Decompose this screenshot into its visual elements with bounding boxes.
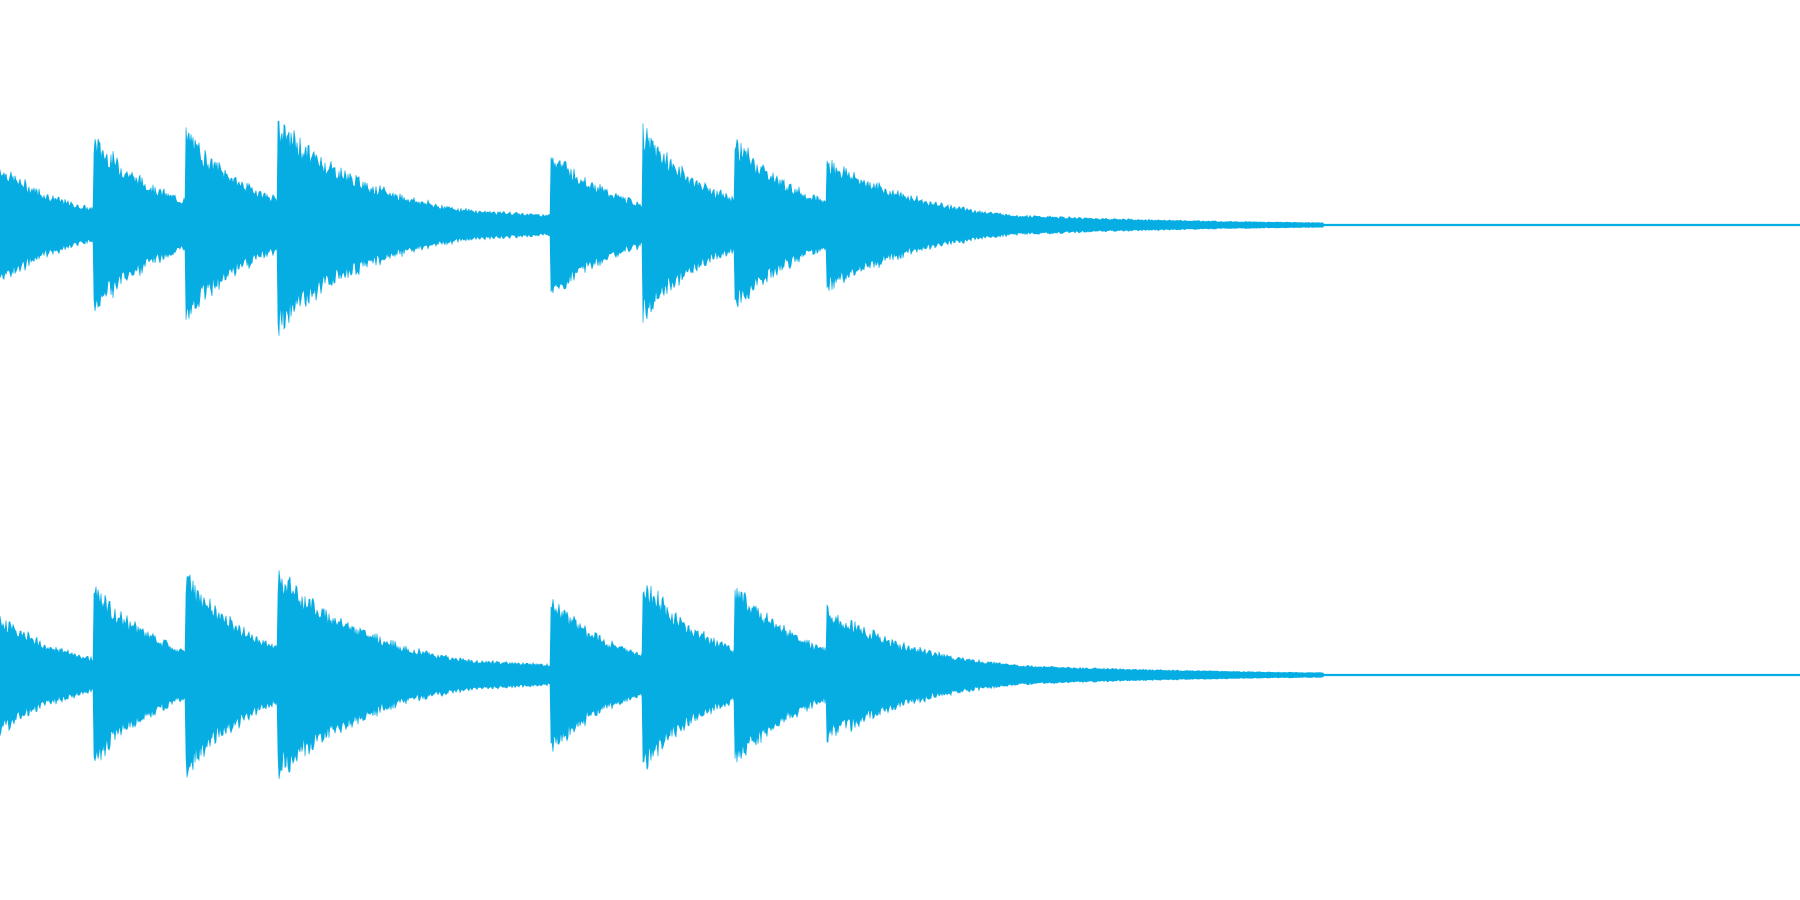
waveform-channel-1	[0, 120, 1800, 336]
waveform-envelope-1	[0, 120, 1800, 336]
waveform-channel-2	[0, 570, 1800, 780]
